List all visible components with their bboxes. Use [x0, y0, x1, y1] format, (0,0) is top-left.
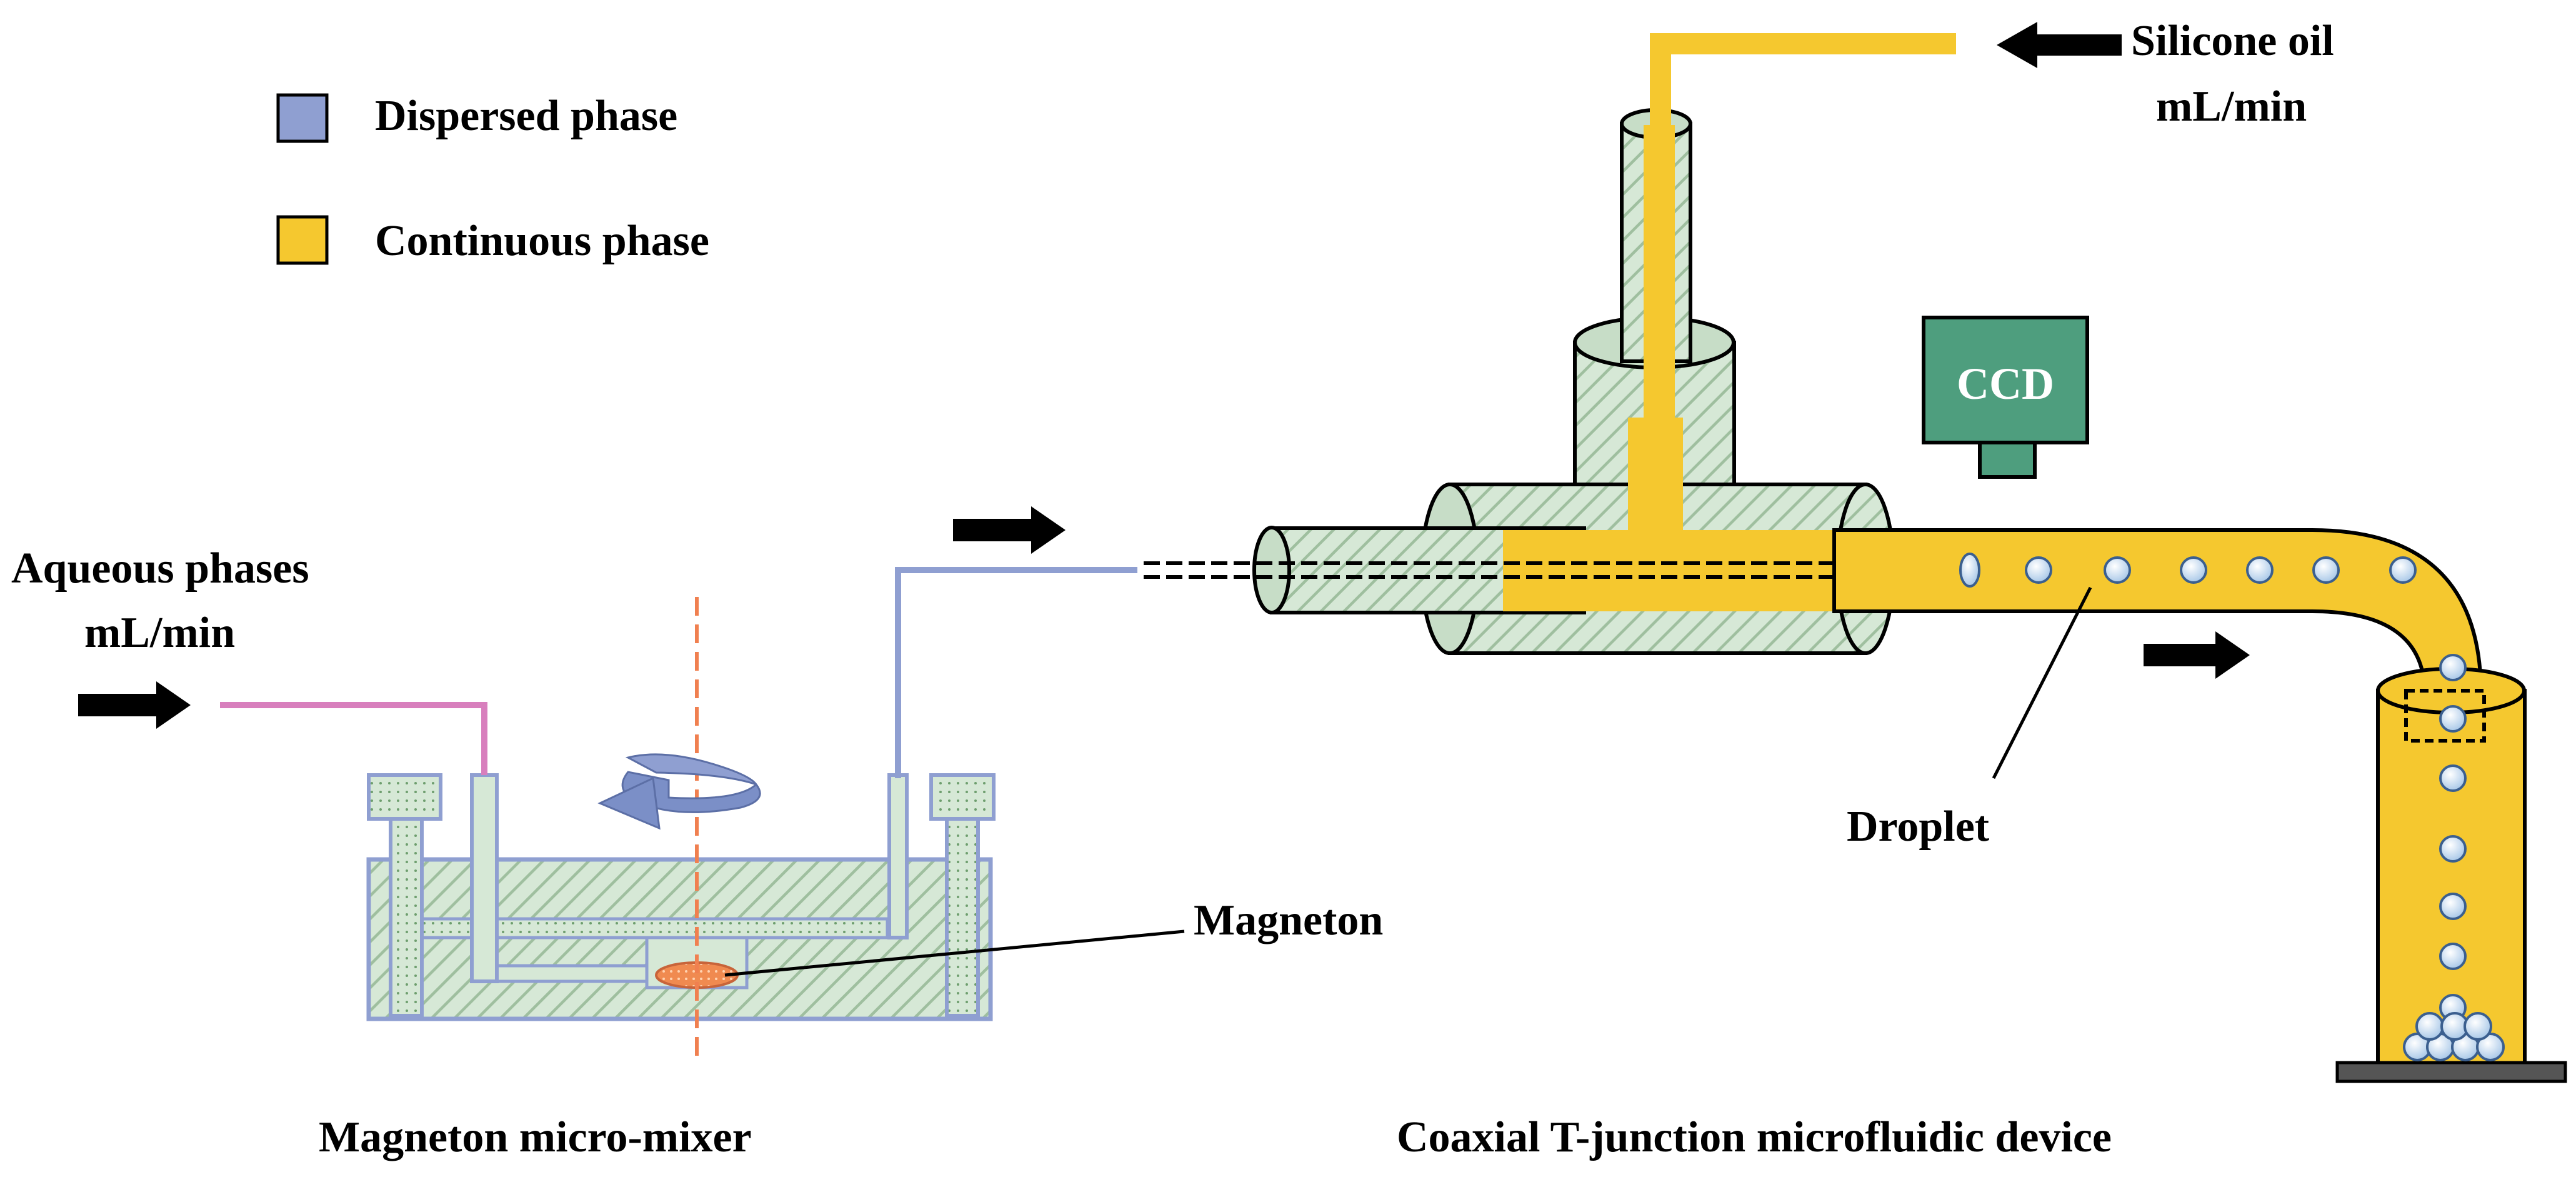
legend-swatch-dispersed [276, 93, 329, 143]
mixer-inlet-insert [470, 773, 499, 983]
mixer-bottom-channel [473, 964, 655, 983]
legend-label-dispersed: Dispersed phase [375, 92, 677, 140]
mixer-outlet-insert [887, 773, 909, 939]
mixer-left-cap [367, 773, 442, 821]
ccd-label: CCD [1957, 359, 2054, 409]
droplet [2439, 764, 2467, 792]
magneton-label: Magneton [1194, 896, 1383, 944]
droplet [2312, 556, 2340, 584]
droplet [1959, 553, 1980, 588]
dispersed-outlet-tube [895, 567, 1137, 778]
continuous-phase-vertical [1628, 418, 1683, 543]
coaxial-t-junction-device [1144, 108, 2567, 1083]
mixer-left-post [389, 814, 424, 1018]
droplet [2464, 1012, 2492, 1041]
magneton-leader-line [724, 929, 1185, 977]
droplet [2439, 654, 2467, 681]
silicone-oil-flow-unit-label: mL/min [2156, 83, 2307, 131]
continuous-phase-inner [1503, 530, 1834, 611]
mixer-right-cap [929, 773, 996, 821]
droplet-leader-line [1992, 586, 2092, 779]
droplets [1959, 553, 2505, 1061]
arrow-left-icon [1997, 22, 2122, 68]
droplet [2476, 1033, 2505, 1061]
mixer-caption: Magneton micro-mixer [319, 1113, 752, 1161]
vial-base-plate [2335, 1061, 2567, 1083]
ccd-camera-lens [1978, 441, 2037, 479]
rotation-arrow-icon [597, 753, 761, 830]
mixer-right-post [945, 814, 980, 1018]
droplet [2389, 556, 2417, 584]
device-caption: Coaxial T-junction microfluidic device [1397, 1113, 2112, 1161]
silicone-oil-tube [1650, 33, 1956, 125]
legend-swatch-continuous [276, 215, 329, 265]
magneton-micro-mixer [366, 597, 996, 1056]
droplet [2439, 943, 2467, 970]
legend-label-continuous: Continuous phase [375, 217, 709, 265]
ccd-camera-body [1922, 316, 2089, 444]
arrow-right-icon [953, 506, 1066, 554]
legend: Dispersed phase Continuous phase [276, 92, 709, 265]
droplet [2180, 556, 2207, 584]
droplet [2104, 556, 2131, 584]
droplet [2246, 556, 2274, 584]
aqueous-flow-unit-label: mL/min [84, 609, 235, 657]
droplet-label: Droplet [1847, 803, 1989, 851]
droplet [2439, 835, 2467, 863]
ccd-camera: CCD [1922, 316, 2089, 479]
silicone-oil-label: Silicone oil [2131, 17, 2334, 65]
droplet [2415, 1012, 2444, 1041]
droplet [2025, 556, 2052, 584]
arrow-right-icon [78, 681, 191, 729]
droplet [2439, 893, 2467, 920]
observation-window [2404, 689, 2486, 743]
aqueous-inlet-tube [220, 702, 487, 775]
continuous-phase-feed [1644, 125, 1675, 419]
aqueous-phases-label: Aqueous phases [11, 544, 309, 593]
arrow-right-icon [2144, 631, 2250, 679]
inner-capillary-end [1252, 526, 1291, 614]
droplet [2439, 705, 2467, 733]
